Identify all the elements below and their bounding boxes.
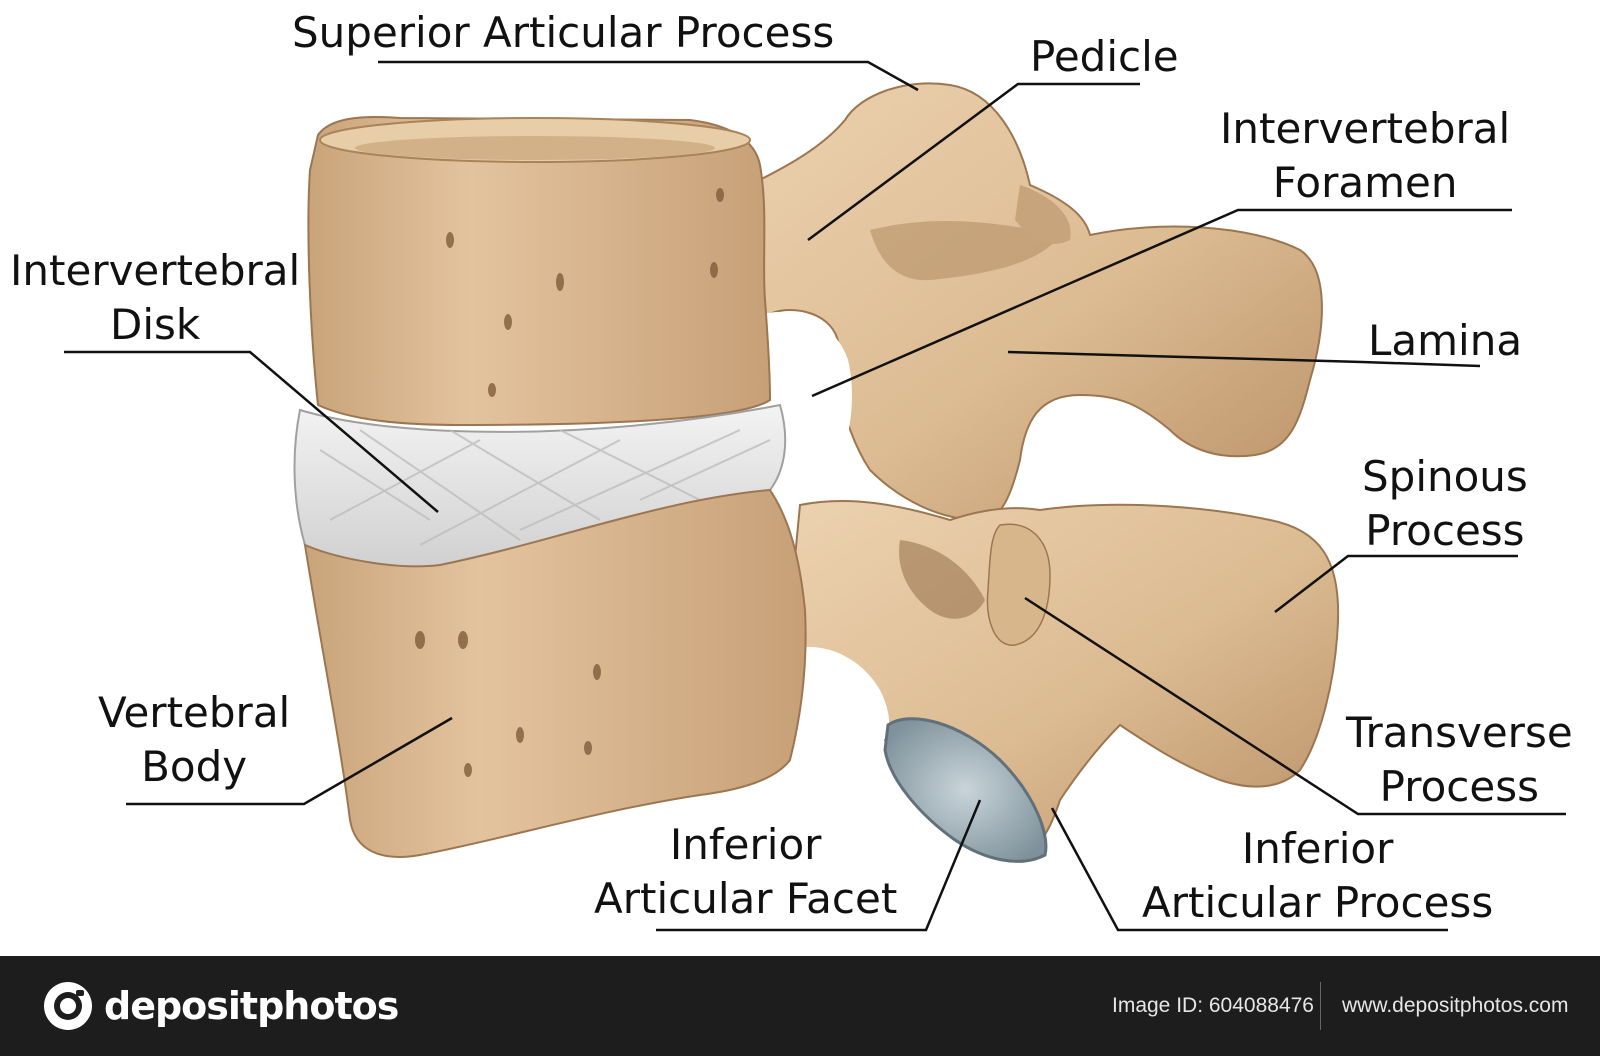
brand-logo-text[interactable]: depositphotos <box>104 984 399 1028</box>
label-transverse-process: Transverse Process <box>1346 708 1573 811</box>
inferior-articular-facet <box>883 717 1048 863</box>
leader-superior-articular-process <box>378 60 919 92</box>
lower-vertebral-body <box>303 188 807 858</box>
leader-vertebral-body <box>126 716 453 806</box>
image-id: Image ID: 604088476 <box>1112 994 1314 1017</box>
leader-lamina <box>1007 350 1481 368</box>
label-spinous-process: Spinous Process <box>1362 452 1528 555</box>
label-vertebral-body: Vertebral Body <box>98 688 291 791</box>
label-intervertebral-disk: Intervertebral Disk <box>10 246 301 349</box>
label-inferior-articular-process: Inferior Articular Process <box>1142 824 1494 927</box>
leader-transverse-process <box>1024 596 1566 816</box>
label-inferior-articular-facet: Inferior Articular Facet <box>594 820 898 923</box>
leader-spinous-process <box>1274 554 1518 613</box>
label-superior-articular-process: Superior Articular Process <box>292 8 835 57</box>
leader-inferior-articular-process <box>1050 807 1448 932</box>
leader-lines <box>64 60 1566 932</box>
site-url-link[interactable]: www.depositphotos.com <box>1342 994 1569 1017</box>
label-pedicle: Pedicle <box>1030 32 1179 81</box>
upper-vertebral-body <box>307 115 772 427</box>
lower-posterior-elements <box>788 500 1340 852</box>
vertebrae-illustration <box>64 60 1566 932</box>
leader-pedicle <box>807 82 1140 242</box>
lower-notch <box>782 646 890 748</box>
leader-inferior-articular-facet <box>656 799 982 932</box>
diagram-stage: Superior Articular Process Pedicle Inter… <box>10 8 1573 932</box>
leader-intervertebral-foramen <box>811 208 1512 398</box>
leader-intervertebral-disk <box>64 350 439 513</box>
label-intervertebral-foramen: Intervertebral Foramen <box>1220 104 1511 207</box>
footer-divider <box>1320 982 1321 1030</box>
camera-logo-icon <box>44 982 92 1030</box>
label-lamina: Lamina <box>1368 316 1523 365</box>
footer-bar: depositphotos Image ID: 604088476 www.de… <box>0 956 1600 1056</box>
